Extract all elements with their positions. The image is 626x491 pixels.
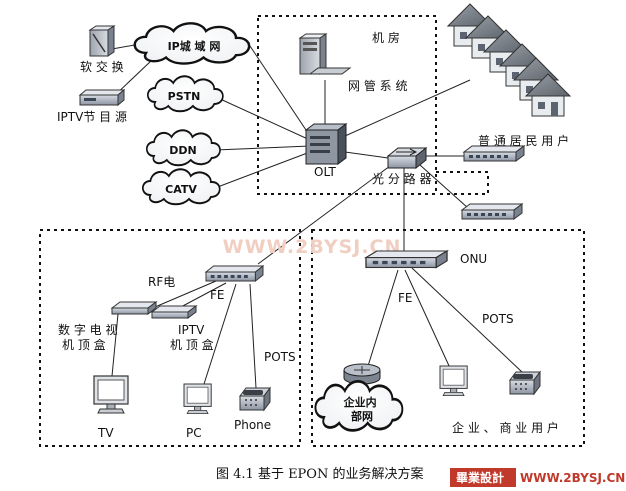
- olt-device: [304, 123, 348, 165]
- link-olt-houses: [344, 79, 471, 137]
- ip-metro-label: IP城 域 网: [168, 39, 221, 53]
- tv-device: [93, 375, 129, 414]
- logo-en-text: WWW.2BYSJ.CN: [520, 471, 625, 485]
- link-onu-dtv: [147, 280, 217, 311]
- logo-badge: [450, 468, 516, 487]
- connection-lines: [111, 43, 523, 389]
- pc-label: PC: [186, 426, 202, 440]
- tv-label: TV: [97, 426, 114, 440]
- dtv-stb-line2: 机 顶 盒: [62, 337, 106, 352]
- iptv-source-device: [78, 88, 126, 107]
- residential-onu-2: [461, 203, 523, 220]
- pstn-label: PSTN: [168, 90, 201, 103]
- home-user-frame: [39, 229, 301, 447]
- enterprise-pc: [439, 365, 468, 397]
- residential-frame: [436, 171, 489, 195]
- link-onu-phone2: [411, 267, 523, 373]
- olt-label: OLT: [314, 165, 336, 179]
- residential-label: 普 通 居 民 用 户: [478, 133, 569, 148]
- dtv-stb-label: 数 字 电 视 机 顶 盒: [58, 322, 121, 352]
- enterprise-phone: [509, 371, 541, 395]
- pots-right-label: POTS: [482, 312, 514, 326]
- link-ipmetro-olt: [249, 45, 311, 137]
- link-catv-olt: [214, 151, 311, 189]
- watermark-text: WWW.2BYSJ.CN: [223, 236, 402, 258]
- pots-left-label: POTS: [264, 350, 296, 364]
- link-onu-pc: [203, 283, 237, 385]
- dtv-stb: [110, 301, 158, 315]
- fe-right-label: FE: [398, 291, 412, 305]
- link-splitter-onu2: [419, 164, 469, 209]
- link-splitter-leftonu: [257, 165, 391, 265]
- logo-cn-text: 畢業設計: [456, 470, 504, 485]
- splitter-label: 光 分 路 器: [372, 171, 431, 186]
- link-dtv-tv: [111, 313, 119, 377]
- link-ddn-olt: [214, 145, 311, 151]
- home-onu: [205, 265, 264, 282]
- iptv-source-label: IPTV节 目 源: [57, 110, 127, 124]
- phone-label: Phone: [234, 418, 271, 432]
- iptv-stb-line2: 机 顶 盒: [170, 337, 214, 352]
- phone-device: [239, 387, 271, 411]
- onu-label: ONU: [460, 252, 487, 266]
- link-pstn-olt: [217, 97, 311, 141]
- link-onu-pc2: [404, 269, 451, 369]
- link-onu-enterprise: [367, 269, 399, 367]
- residential-onu: [463, 145, 525, 162]
- figure-caption: 图 4.1 基于 EPON 的业务解决方案: [216, 466, 423, 482]
- splitter-device: [386, 146, 428, 170]
- fe-left-label: FE: [210, 288, 224, 302]
- site-logo: 畢業設計 WWW.2BYSJ.CN: [450, 468, 625, 487]
- houses-group: [447, 3, 571, 117]
- dashed-frames: [39, 15, 585, 447]
- machine-room-label: 机 房: [372, 30, 400, 45]
- nms-label: 网 管 系 统: [348, 78, 407, 93]
- link-onu-phone: [249, 283, 257, 389]
- ddn-label: DDN: [169, 144, 196, 157]
- enterprise-net-label: 企业内 部网: [343, 395, 381, 423]
- catv-label: CATV: [165, 183, 197, 196]
- rf-label: RF电: [148, 275, 175, 289]
- enterprise-net-line2: 部网: [351, 409, 373, 423]
- enterprise-users-label: 企 业 、 商 业 用 户: [452, 420, 559, 435]
- enterprise-onu: [365, 250, 448, 269]
- nms-computer: [299, 33, 352, 75]
- iptv-stb-label: IPTV 机 顶 盒: [170, 323, 214, 352]
- soft-switch-label: 软 交 换: [80, 59, 124, 74]
- link-olt-splitter: [344, 151, 389, 159]
- soft-switch-device: [88, 25, 116, 57]
- dtv-stb-line1: 数 字 电 视: [58, 322, 117, 337]
- pc-device: [183, 383, 212, 415]
- iptv-stb: [150, 305, 198, 319]
- iptv-stb-line1: IPTV: [178, 323, 205, 337]
- enterprise-net-line1: 企业内: [343, 395, 377, 409]
